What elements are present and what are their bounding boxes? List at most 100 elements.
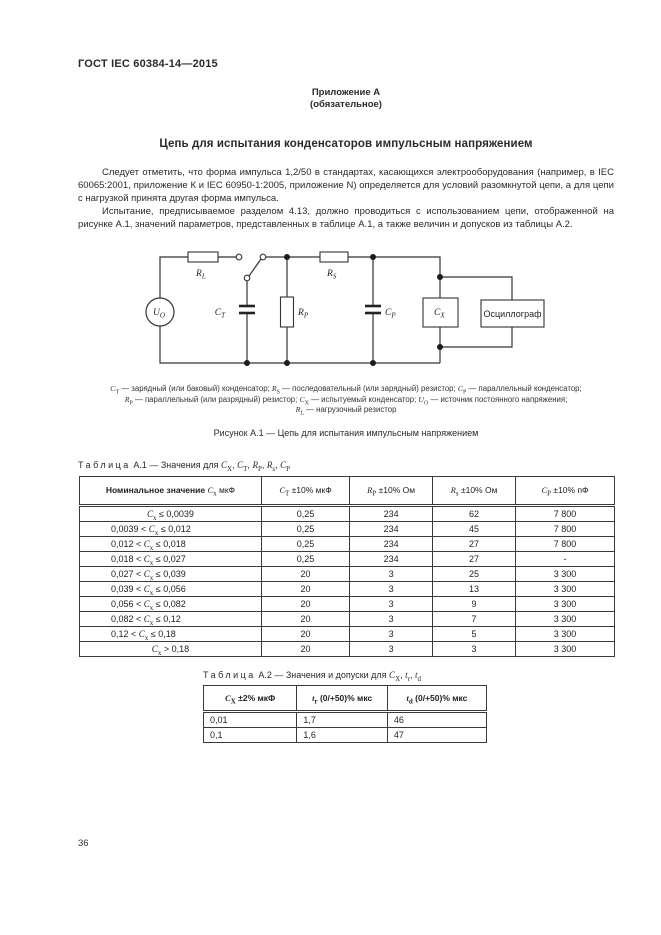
cell-cp: 3 300: [515, 640, 615, 657]
table-row: 0,01 1,7 46: [202, 710, 488, 728]
table-row: 0,0039 < Cx ≤ 0,012 0,25 234 45 7 800: [79, 520, 615, 537]
figure-legend: CT — зарядный (или баковый) конденсатор;…: [78, 384, 614, 417]
capacitor-ct: CT: [215, 304, 255, 320]
cell-cx-range: Cx ≤ 0,0039: [79, 504, 262, 522]
cell-rp: 234: [349, 504, 434, 522]
cell-ct: 20: [260, 625, 351, 642]
cell-ct: 0,25: [260, 520, 351, 537]
col-header-rs: Rs ±10% Ом: [432, 475, 516, 507]
svg-text:RL: RL: [195, 269, 206, 281]
cell-tr: 1,7: [296, 710, 388, 728]
cell-cx-range: 0,082 < Cx ≤ 0,12: [79, 610, 262, 627]
table-header-row: Номинальное значение Cx мкФ CT ±10% мкФ …: [79, 475, 615, 507]
values-table-a1: Номинальное значение Cx мкФ CT ±10% мкФ …: [79, 475, 615, 657]
cell-rs: 7: [432, 610, 516, 627]
resistor-rl: RL: [187, 251, 219, 281]
svg-text:CX: CX: [434, 308, 445, 320]
cell-cp: 7 800: [515, 504, 615, 522]
cell-cx-range: Cx > 0,18: [79, 640, 262, 657]
page-number: 36: [78, 838, 89, 849]
cell-rs: 27: [432, 550, 516, 567]
appendix-heading: Приложение А (обязательное): [78, 87, 614, 111]
circuit-diagram: UO RL CT RP: [145, 251, 545, 366]
col-header-nominal-cx: Номинальное значение Cx мкФ: [79, 475, 262, 507]
table-header-row: CX ±2% мкФ tr (0/+50)% мкс td (0/+50)% м…: [202, 684, 488, 713]
appendix-label: Приложение А: [311, 87, 381, 98]
table-row: 0,056 < Cx ≤ 0,082 20 3 9 3 300: [79, 595, 615, 612]
cell-cp: 3 300: [515, 610, 615, 627]
cell-rp: 3: [349, 640, 434, 657]
cell-cp: 7 800: [515, 520, 615, 537]
col-header-td: td (0/+50)% мкс: [386, 684, 488, 713]
table-row: 0,1 1,6 47: [202, 726, 488, 743]
standard-code: ГОСТ IEC 60384-14—2015: [78, 58, 218, 70]
cell-cp: 3 300: [515, 595, 615, 612]
paragraph: Испытание, предписываемое разделом 4.13,…: [78, 206, 614, 230]
resistor-rp: RP: [279, 296, 309, 328]
table-a1-title: Таблица А.1 — Значения для CX, CT, RP, R…: [78, 459, 291, 473]
figure-caption: Рисунок А.1 — Цепь для испытания импульс…: [213, 427, 479, 438]
table-row: 0,039 < Cx ≤ 0,056 20 3 13 3 300: [79, 580, 615, 597]
cell-cx-range: 0,012 < Cx ≤ 0,018: [79, 535, 262, 552]
legend-line: CT — зарядный (или баковый) конденсатор;…: [110, 384, 582, 396]
svg-text:CP: CP: [385, 308, 396, 320]
col-header-rp: RP ±10% Ом: [349, 475, 434, 507]
cell-cp: 3 300: [515, 580, 615, 597]
paragraph: Следует отметить, что форма импульса 1,2…: [78, 167, 614, 204]
cell-rs: 27: [432, 535, 516, 552]
cell-rp: 234: [349, 535, 434, 552]
capacitor-cx-box: CX: [422, 297, 459, 328]
svg-text:Осциллограф: Осциллограф: [484, 309, 543, 319]
body-text: Следует отметить, что форма импульса 1,2…: [78, 166, 614, 231]
oscilloscope-box: Осциллограф: [480, 299, 545, 328]
cell-ct: 0,25: [260, 550, 351, 567]
cell-cx-range: 0,027 < Cx ≤ 0,039: [79, 565, 262, 582]
col-header-cp: CP ±10% пФ: [515, 475, 615, 507]
svg-text:UO: UO: [153, 308, 165, 320]
cell-tr: 1,6: [296, 726, 388, 743]
cell-cp: 3 300: [515, 625, 615, 642]
cell-rp: 3: [349, 580, 434, 597]
switch: [235, 253, 267, 282]
capacitor-cp: CP: [365, 304, 396, 320]
cell-cx-range: 0,039 < Cx ≤ 0,056: [79, 580, 262, 597]
table-row: 0,082 < Cx ≤ 0,12 20 3 7 3 300: [79, 610, 615, 627]
cell-cx-range: 0,0039 < Cx ≤ 0,012: [79, 520, 262, 537]
cell-cx-range: 0,056 < Cx ≤ 0,082: [79, 595, 262, 612]
svg-text:CT: CT: [215, 308, 226, 320]
legend-line: RP — параллельный (или разрядный) резист…: [124, 394, 568, 407]
tolerances-table-a2: CX ±2% мкФ tr (0/+50)% мкс td (0/+50)% м…: [202, 684, 488, 743]
table-row: Cx ≤ 0,0039 0,25 234 62 7 800: [79, 504, 615, 522]
cell-ct: 20: [260, 580, 351, 597]
cell-rp: 3: [349, 625, 434, 642]
cell-rs: 3: [432, 640, 516, 657]
table-row: 0,12 < Cx ≤ 0,18 20 3 5 3 300: [79, 625, 615, 642]
table-row: 0,027 < Cx ≤ 0,039 20 3 25 3 300: [79, 565, 615, 582]
cell-cp: 7 800: [515, 535, 615, 552]
cell-ct: 20: [260, 610, 351, 627]
cell-cx: 0,01: [202, 710, 298, 728]
cell-rs: 25: [432, 565, 516, 582]
table-a2-title: Таблица А.2 — Значения и допуски для CX,…: [203, 669, 422, 683]
table-row: 0,012 < Cx ≤ 0,018 0,25 234 27 7 800: [79, 535, 615, 552]
appendix-type: (обязательное): [310, 99, 382, 110]
cell-rp: 3: [349, 565, 434, 582]
voltage-source: UO: [145, 297, 175, 327]
cell-td: 47: [386, 726, 488, 743]
col-header-ct: CT ±10% мкФ: [260, 475, 351, 507]
cell-cx-range: 0,018 < Cx ≤ 0,027: [79, 550, 262, 567]
cell-rs: 9: [432, 595, 516, 612]
cell-ct: 0,25: [260, 535, 351, 552]
cell-rp: 3: [349, 610, 434, 627]
page-content: ГОСТ IEC 60384-14—2015 Приложение А (обя…: [78, 58, 615, 743]
legend-line: RL — нагрузочный резистор: [295, 405, 397, 417]
cell-rp: 234: [349, 520, 434, 537]
cell-cx-range: 0,12 < Cx ≤ 0,18: [79, 625, 262, 642]
cell-rs: 5: [432, 625, 516, 642]
cell-rs: 13: [432, 580, 516, 597]
cell-rs: 62: [432, 504, 516, 522]
cell-rp: 234: [349, 550, 434, 567]
svg-text:RS: RS: [326, 269, 337, 281]
cell-cp: 3 300: [515, 565, 615, 582]
